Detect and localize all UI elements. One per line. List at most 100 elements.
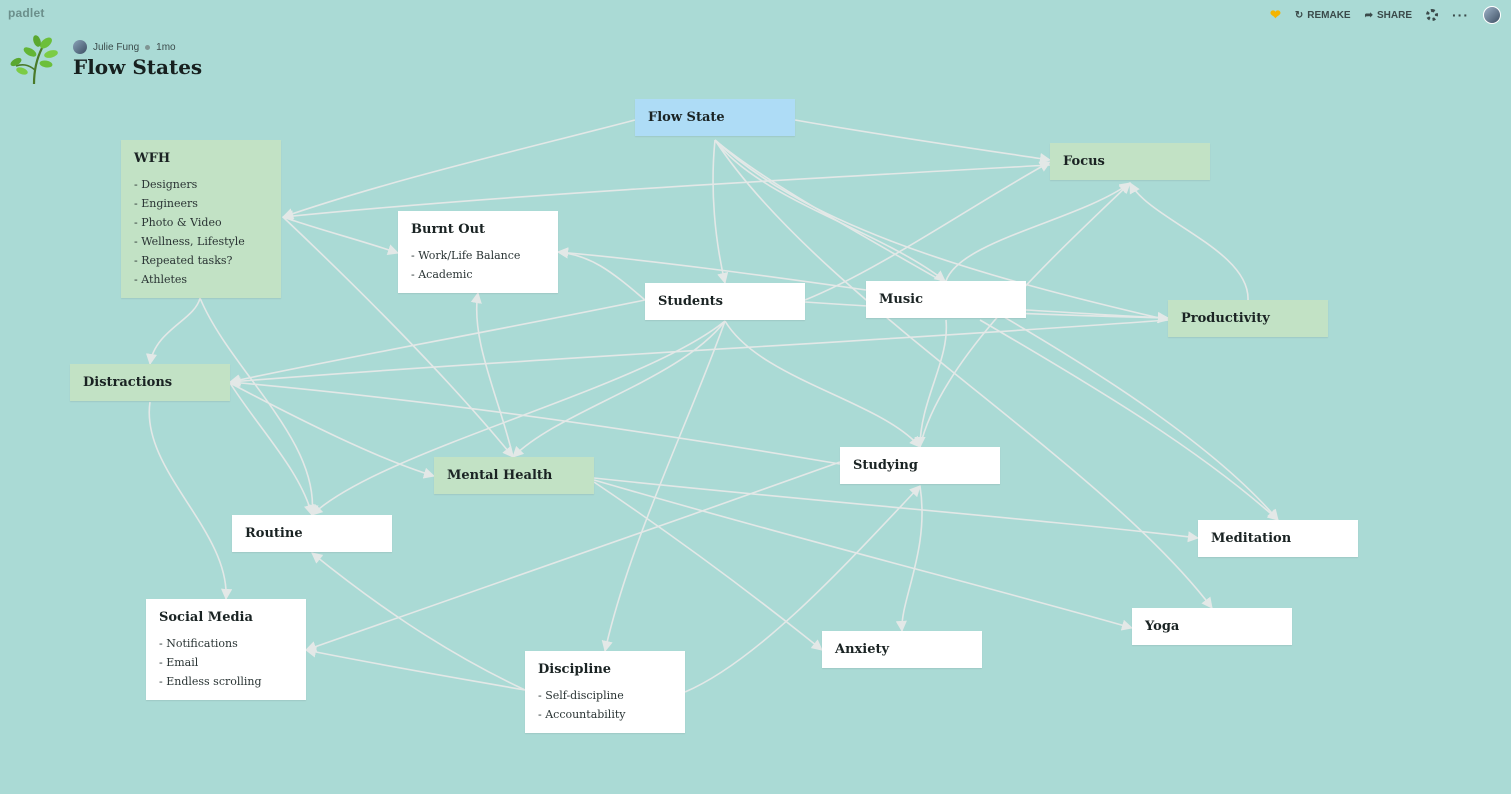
card-body-line: - Email [159, 656, 199, 669]
card-meditation[interactable]: Meditation [1198, 520, 1358, 557]
edge-students-discipline [601, 320, 726, 653]
settings-button[interactable] [1426, 9, 1438, 21]
edge-wfh-burntout [282, 216, 400, 256]
share-label: SHARE [1376, 9, 1412, 21]
card-title: Music [879, 292, 924, 307]
card-title: Discipline [538, 662, 612, 677]
card-body-line: - Engineers [134, 197, 198, 210]
edge-flowstate-focus [794, 119, 1052, 165]
card-music[interactable]: Music [866, 281, 1026, 318]
card-body-line: - Photo & Video [134, 216, 222, 229]
edge-students-studying [724, 320, 921, 448]
top-toolbar: ❤ ↻ REMAKE ➦ SHARE ··· [1270, 6, 1501, 24]
card-body: - Work/Life Balance - Academic [411, 246, 545, 284]
card-students[interactable]: Students [645, 283, 805, 320]
card-body: - Notifications - Email - Endless scrollin… [159, 634, 293, 691]
card-burnt-out[interactable]: Burnt Out- Work/Life Balance- Academic [398, 211, 558, 293]
card-focus[interactable]: Focus [1050, 143, 1210, 180]
edge-students-burntout [556, 247, 646, 301]
time-ago: 1mo [156, 41, 176, 53]
author-avatar[interactable] [73, 40, 87, 54]
card-title: Social Media [159, 610, 253, 625]
edge-studying-distractions [228, 377, 841, 465]
plant-sprout-icon [10, 35, 58, 85]
card-body: - Self-discipline - Accountability [538, 686, 672, 724]
edge-mentalhealth-anxiety [593, 481, 823, 651]
share-icon: ➦ [1364, 9, 1373, 21]
card-discipline[interactable]: Discipline - Self-discipline - Accountabil… [525, 651, 685, 733]
card-body: - Designers- Engineers- Photo & Video- W… [134, 175, 268, 289]
card-routine[interactable]: Routine [232, 515, 392, 552]
edge-flowstate-students [712, 139, 729, 285]
page-title: Flow States [73, 55, 203, 79]
edge-wfh-distractions [145, 297, 201, 366]
edge-productivity-distractions [228, 319, 1169, 387]
edge-music-studying [914, 319, 948, 449]
edge-mentalhealth-meditation [593, 477, 1200, 543]
edge-music-productivity [1025, 309, 1170, 324]
card-body-line: - Wellness, Lifestyle [134, 235, 245, 248]
post-meta: Julie Fung 1mo [73, 40, 176, 54]
edge-mentalhealth-yoga [593, 479, 1134, 631]
edge-focus-wfh [281, 164, 1051, 222]
card-title: Studying [853, 458, 918, 473]
meta-separator-dot [145, 44, 151, 50]
card-yoga[interactable]: Yoga [1132, 608, 1292, 645]
heart-icon[interactable]: ❤ [1269, 7, 1281, 22]
card-productivity[interactable]: Productivity [1168, 300, 1328, 337]
edge-wfh-routine [199, 297, 319, 517]
card-title: Flow State [648, 110, 725, 125]
edge-studying-anxiety [895, 485, 923, 633]
card-social-media[interactable]: Social Media - Notifications - Email - Endl… [146, 599, 306, 700]
card-studying[interactable]: Studying [840, 447, 1000, 484]
edge-flowstate-music [714, 139, 946, 282]
card-body-line: - Accountability [538, 708, 626, 721]
card-body-line: - Work/Life Balance [411, 249, 521, 262]
share-button[interactable]: ➦ SHARE [1365, 10, 1412, 21]
remake-icon: ↻ [1294, 9, 1304, 21]
edge-discipline-routine [311, 552, 526, 691]
card-body-line: - Repeated tasks? [134, 254, 233, 267]
card-body-line: - Endless scrolling [159, 675, 262, 688]
card-title: Productivity [1181, 311, 1270, 326]
card-title: Yoga [1145, 619, 1180, 634]
edge-flowstate-wfh [281, 119, 636, 219]
edge-mentalhealth-burntout [470, 291, 514, 458]
card-anxiety[interactable]: Anxiety [822, 631, 982, 668]
card-body-line: - Athletes [134, 273, 188, 286]
card-title: Routine [245, 526, 303, 541]
card-wfh[interactable]: WFH- Designers- Engineers- Photo & Video… [121, 140, 281, 298]
edge-students-focus [804, 161, 1051, 301]
edge-distractions-mentalhealth [229, 382, 436, 479]
edge-flowstate-yoga [714, 139, 1213, 609]
edge-productivity-focus [1129, 182, 1249, 301]
card-mental-health[interactable]: Mental Health [434, 457, 594, 494]
edge-music-focus [945, 182, 1131, 282]
edge-students-mentalhealth [512, 320, 726, 458]
account-avatar-button[interactable] [1483, 6, 1501, 24]
remake-button[interactable]: ↻ REMAKE [1295, 10, 1351, 21]
card-body-line: - Academic [411, 268, 473, 281]
card-title: Distractions [83, 375, 173, 390]
user-avatar-icon [1483, 6, 1501, 24]
remake-label: REMAKE [1307, 9, 1351, 21]
card-title: WFH [134, 151, 171, 166]
more-options-button[interactable]: ··· [1452, 7, 1469, 23]
gear-icon [1426, 9, 1438, 21]
padlet-logo[interactable]: padlet [8, 6, 45, 20]
author-name[interactable]: Julie Fung [93, 41, 140, 53]
card-body-line: - Notifications [159, 637, 238, 650]
edge-discipline-socialmedia [304, 646, 526, 691]
card-distractions[interactable]: Distractions [70, 364, 230, 401]
card-body-line: - Self-discipline [538, 689, 624, 702]
card-title: Focus [1063, 154, 1105, 169]
more-icon: ··· [1452, 7, 1469, 23]
card-title: Anxiety [835, 642, 890, 657]
card-title: Meditation [1211, 531, 1292, 546]
edge-students-distractions [228, 299, 646, 386]
card-title: Students [658, 294, 723, 309]
edge-distractions-routine [229, 382, 315, 517]
card-flow-state[interactable]: Flow State [635, 99, 795, 136]
edge-music-meditation [979, 319, 1279, 521]
edge-distractions-socialmedia [148, 401, 233, 601]
